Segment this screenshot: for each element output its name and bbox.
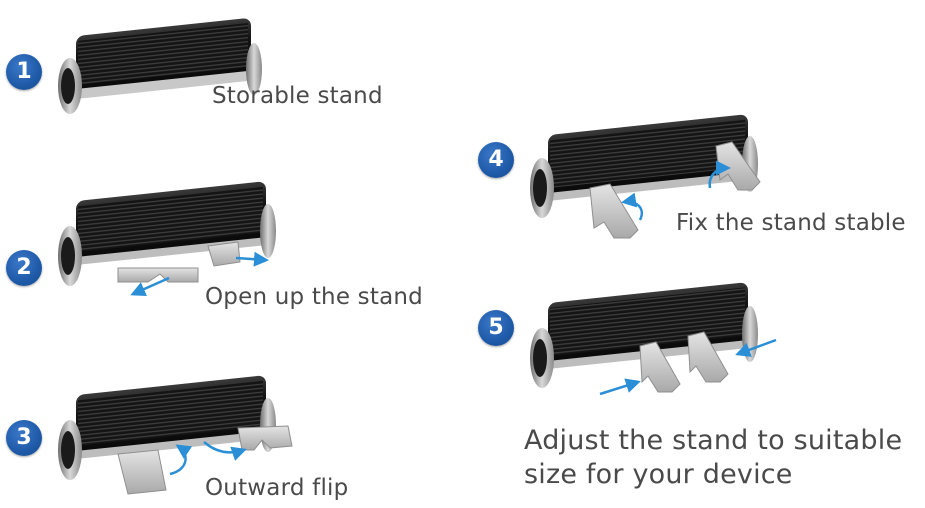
step-3-fan-device [58, 375, 293, 495]
step-3-caption: Outward flip [205, 475, 349, 501]
step-2-caption: Open up the stand [205, 284, 423, 310]
step-5-fan-device [530, 282, 758, 393]
step-1-fan-device [58, 18, 262, 114]
step-2-fan-device [58, 181, 276, 286]
step-5-arrow-right-icon [735, 338, 777, 357]
step-1-badge: 1 [6, 54, 42, 90]
step-2-arrow-right-icon [235, 251, 269, 267]
step-4-arrow-upper-icon [708, 160, 731, 189]
step-2-badge: 2 [6, 250, 42, 286]
step-4-caption: Fix the stand stable [676, 210, 906, 236]
step-5-caption: Adjust the stand to suitable size for yo… [524, 425, 903, 490]
step-3-badge: 3 [6, 420, 42, 456]
step-1-caption: Storable stand [212, 83, 383, 109]
step-5-badge: 5 [478, 310, 514, 346]
step-4-arrow-lower-icon [621, 192, 643, 221]
step-3-arrow-right-icon [203, 441, 247, 461]
step-2-arrow-left-icon [130, 276, 170, 296]
step-3-arrow-curved-icon [169, 444, 193, 476]
step-4-badge: 4 [478, 142, 514, 178]
step-5-arrow-left-icon [599, 378, 641, 396]
step-4-fan-device [530, 114, 761, 239]
